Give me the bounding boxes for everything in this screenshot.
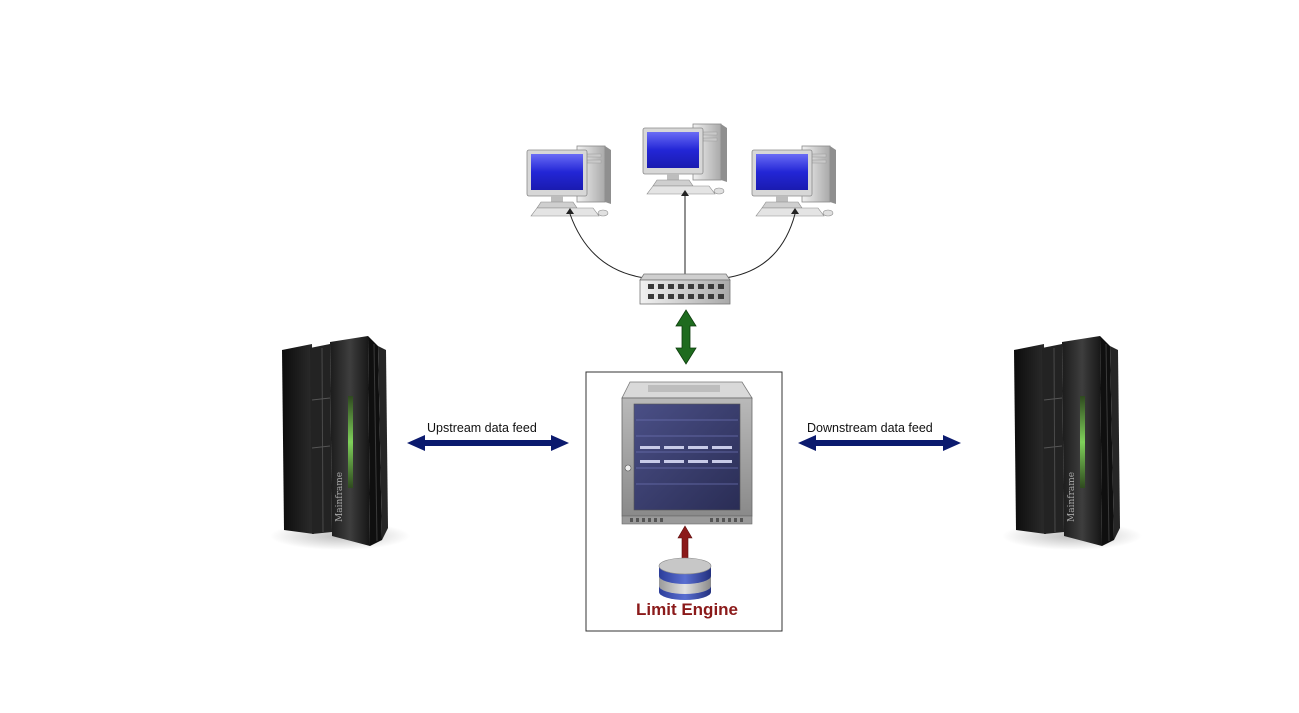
switch-engine-arrow	[675, 309, 697, 365]
workstation-center-icon	[642, 123, 728, 195]
link-right	[724, 213, 796, 279]
limit-engine-title: Limit Engine	[636, 600, 738, 619]
mainframe-left-icon: Mainframe	[269, 335, 411, 551]
link-left	[569, 213, 646, 279]
server-rack-icon	[621, 381, 753, 525]
downstream-feed-arrow	[798, 435, 961, 451]
upstream-feed-arrow	[407, 435, 569, 451]
downstream-feed-label: Downstream data feed	[807, 421, 933, 435]
network-switch-icon	[639, 273, 731, 305]
mainframe-left-brand: Mainframe	[335, 472, 345, 522]
upstream-feed-label: Upstream data feed	[427, 421, 537, 435]
mainframe-right-brand: Mainframe	[1067, 472, 1077, 522]
switch-to-workstation-links	[566, 190, 799, 279]
database-icon	[658, 557, 712, 600]
workstation-right-icon	[751, 145, 837, 217]
workstation-left-icon	[526, 145, 612, 217]
mainframe-right-icon: Mainframe	[1001, 335, 1143, 551]
